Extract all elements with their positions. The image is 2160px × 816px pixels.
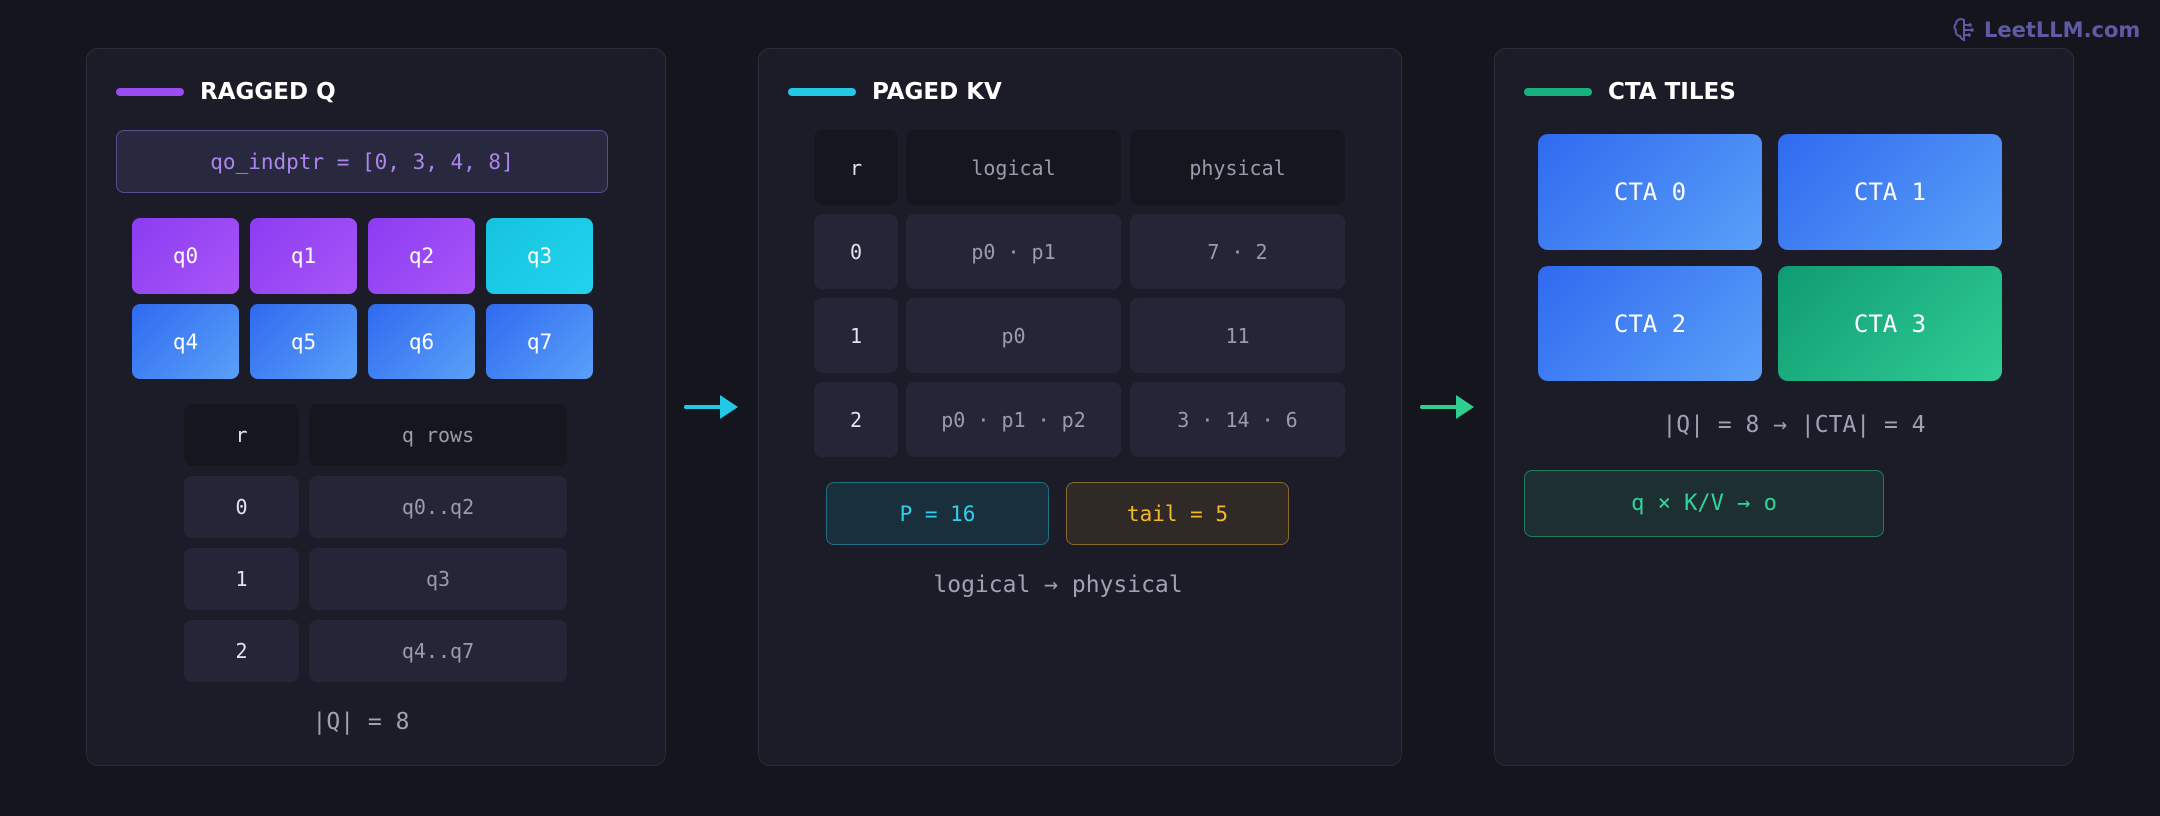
- table-cell-q-rows: q4..q7: [309, 620, 567, 682]
- table-cell-r: 0: [814, 214, 898, 289]
- cta-tile: CTA 1: [1778, 134, 2002, 250]
- paged-kv-title: PAGED KV: [872, 79, 1002, 105]
- table-cell-physical: 3 · 14 · 6: [1130, 382, 1345, 457]
- ragged-q-title: RAGGED Q: [200, 79, 336, 105]
- table-cell-r: 1: [814, 298, 898, 373]
- table-header-r: r: [814, 130, 898, 205]
- page-size-badge: P = 16: [826, 482, 1049, 545]
- cta-tiles-title: CTA TILES: [1608, 79, 1736, 105]
- brand-logo: LeetLLM.com: [1952, 14, 2142, 46]
- table-header-r: r: [184, 404, 299, 466]
- qo-indptr-text: qo_indptr = [0, 3, 4, 8]: [210, 149, 514, 174]
- table-cell-logical: p0 · p1: [906, 214, 1121, 289]
- q-tile: q5: [250, 304, 357, 379]
- table-cell-q-rows: q3: [309, 548, 567, 610]
- q-tile: q1: [250, 218, 357, 294]
- cta-caption: |Q| = 8 → |CTA| = 4: [1662, 412, 1926, 438]
- q-tile: q6: [368, 304, 475, 379]
- cta-tile: CTA 2: [1538, 266, 1762, 381]
- table-cell-logical: p0: [906, 298, 1121, 373]
- cta-tile: CTA 3: [1778, 266, 2002, 381]
- table-cell-physical: 7 · 2: [1130, 214, 1345, 289]
- paged-kv-caption: logical → physical: [933, 572, 1183, 598]
- tail-badge: tail = 5: [1066, 482, 1289, 545]
- table-cell-q-rows: q0..q2: [309, 476, 567, 538]
- qkv-formula-box: q × K/V → o: [1524, 470, 1884, 537]
- paged-kv-header-bar: [788, 88, 856, 96]
- q-tile: q4: [132, 304, 239, 379]
- cta-tiles-header-bar: [1524, 88, 1592, 96]
- q-tile: q7: [486, 304, 593, 379]
- q-tile: q0: [132, 218, 239, 294]
- qo-indptr-box: qo_indptr = [0, 3, 4, 8]: [116, 130, 608, 193]
- cta-tile: CTA 0: [1538, 134, 1762, 250]
- q-tile: q2: [368, 218, 475, 294]
- table-cell-r: 0: [184, 476, 299, 538]
- table-header-physical: physical: [1130, 130, 1345, 205]
- table-header-logical: logical: [906, 130, 1121, 205]
- arrow-right-icon: [1420, 395, 1474, 419]
- table-cell-physical: 11: [1130, 298, 1345, 373]
- table-cell-logical: p0 · p1 · p2: [906, 382, 1121, 457]
- table-header-q-rows: q rows: [309, 404, 567, 466]
- table-cell-r: 2: [184, 620, 299, 682]
- table-cell-r: 1: [184, 548, 299, 610]
- q-tile: q3: [486, 218, 593, 294]
- brain-icon: [1953, 18, 1974, 42]
- table-cell-r: 2: [814, 382, 898, 457]
- ragged-q-caption: |Q| = 8: [312, 709, 410, 735]
- brand-logo-text: LeetLLM.com: [1984, 18, 2141, 42]
- arrow-right-icon: [684, 395, 738, 419]
- ragged-q-header-bar: [116, 88, 184, 96]
